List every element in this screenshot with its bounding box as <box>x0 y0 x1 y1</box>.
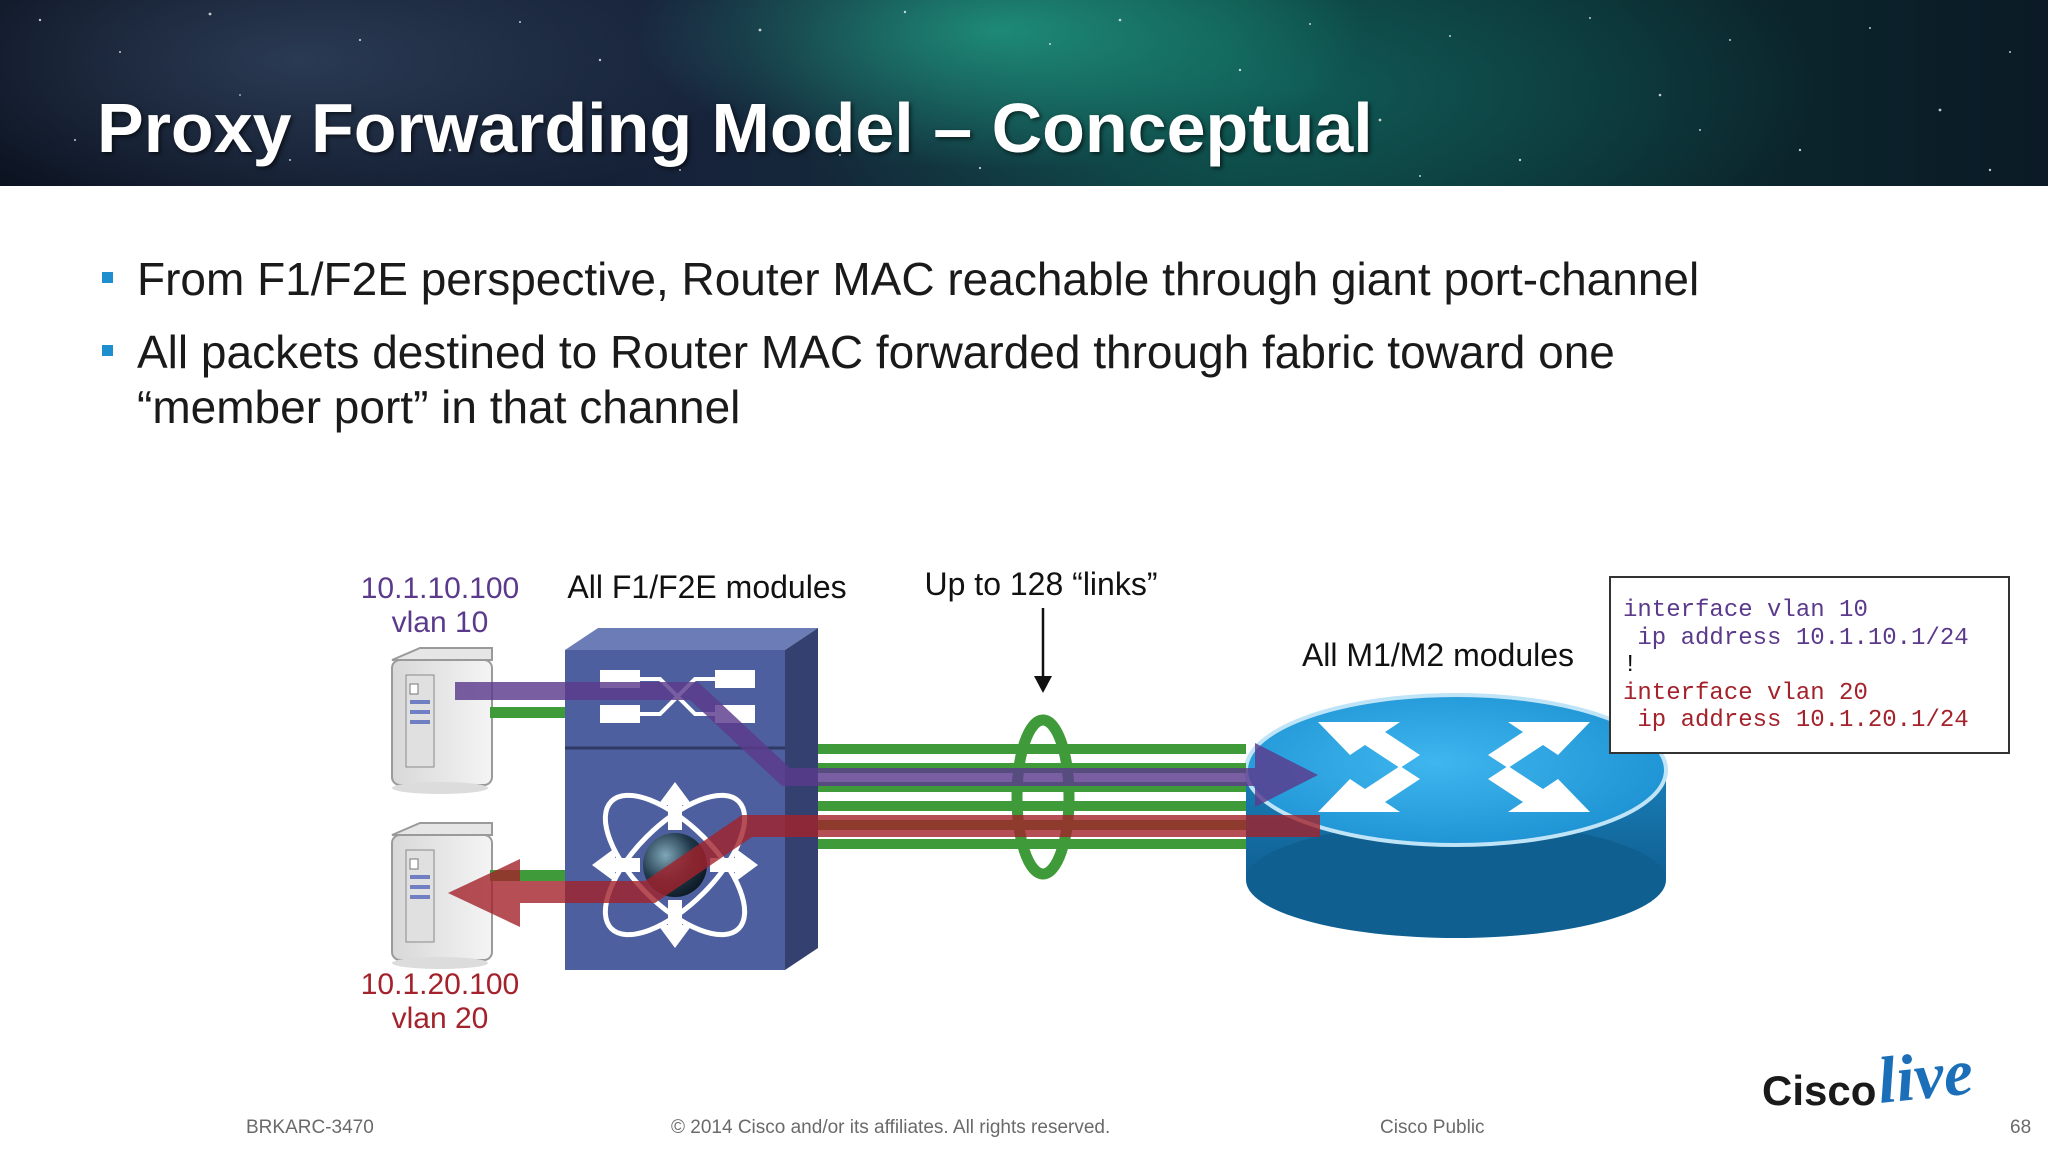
bullet-text-2-continued: “member port” in that channel <box>137 381 741 433</box>
links-label: Up to 128 “links” <box>925 566 1158 602</box>
svg-text:live!: live! <box>1874 1033 1972 1118</box>
links-pointer-arrow <box>1034 608 1052 693</box>
server-icon-top <box>391 647 493 794</box>
footer-classification: Cisco Public <box>1380 1117 1485 1138</box>
title-banner: Proxy Forwarding Model – Conceptual <box>0 0 2048 186</box>
host-bottom-vlan-label: vlan 20 <box>392 1002 489 1035</box>
config-line: ! <box>1623 652 1638 679</box>
config-line: interface vlan 10 <box>1623 597 1868 624</box>
host-link-top <box>490 707 570 718</box>
config-line: interface vlan 20 <box>1623 679 1868 707</box>
host-link-bottom <box>490 870 570 881</box>
svg-text:Cisco: Cisco <box>1762 1067 1876 1114</box>
host-bottom-ip-label: 10.1.20.100 <box>361 968 519 1001</box>
footer-copyright: © 2014 Cisco and/or its affiliates. All … <box>671 1117 1111 1138</box>
config-line: ip address 10.1.10.1/24 <box>1623 624 1969 652</box>
bullet-marker <box>102 345 113 356</box>
server-icon-bottom <box>391 822 493 969</box>
bullet-text-1: From F1/F2E perspective, Router MAC reac… <box>137 253 1700 305</box>
cisco-live-logo: Cisco live! <box>1762 1033 1972 1118</box>
bullet-text-2: All packets destined to Router MAC forwa… <box>137 326 1615 378</box>
bullet-marker <box>102 272 113 283</box>
host-top-ip-label: 10.1.10.100 <box>361 572 519 605</box>
switch-label: All F1/F2E modules <box>567 569 846 605</box>
router-config-box: interface vlan 10 ip address 10.1.10.1/2… <box>1609 576 2010 754</box>
host-top-vlan-label: vlan 10 <box>392 606 489 639</box>
router-label: All M1/M2 modules <box>1302 637 1574 673</box>
switch-icon <box>565 628 818 970</box>
router-icon <box>1244 693 1668 938</box>
starfield-background <box>38 10 2011 177</box>
footer-page-number: 68 <box>2010 1117 2032 1138</box>
footer-session-id: BRKARC-3470 <box>246 1117 374 1138</box>
port-channel-bundle-ring <box>1011 714 1075 880</box>
vlan20-flow-arrow <box>448 815 1320 927</box>
slide-title: Proxy Forwarding Model – Conceptual <box>97 89 1373 167</box>
vlan10-flow-arrow <box>455 682 1318 807</box>
config-line: ip address 10.1.20.1/24 <box>1623 707 1969 734</box>
